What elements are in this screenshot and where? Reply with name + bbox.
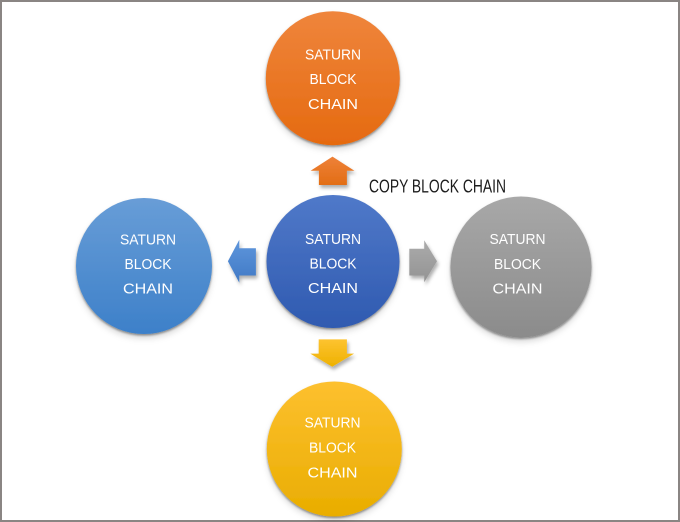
- svg-text:SATURN: SATURN: [120, 231, 176, 248]
- svg-text:BLOCK: BLOCK: [309, 440, 356, 457]
- svg-text:SATURN: SATURN: [490, 231, 546, 248]
- svg-text:CHAIN: CHAIN: [123, 281, 173, 298]
- svg-text:BLOCK: BLOCK: [310, 71, 357, 88]
- svg-text:CHAIN: CHAIN: [308, 96, 358, 113]
- svg-text:CHAIN: CHAIN: [308, 465, 358, 482]
- svg-text:SATURN: SATURN: [305, 231, 361, 248]
- svg-text:SATURN: SATURN: [305, 415, 361, 432]
- svg-text:BLOCK: BLOCK: [494, 256, 541, 273]
- svg-text:SATURN: SATURN: [305, 47, 361, 64]
- svg-text:BLOCK: BLOCK: [125, 256, 172, 273]
- svg-text:CHAIN: CHAIN: [308, 280, 358, 297]
- svg-text:BLOCK: BLOCK: [310, 256, 357, 273]
- svg-text:COPY BLOCK CHAIN: COPY BLOCK CHAIN: [369, 177, 506, 197]
- svg-text:CHAIN: CHAIN: [493, 281, 543, 298]
